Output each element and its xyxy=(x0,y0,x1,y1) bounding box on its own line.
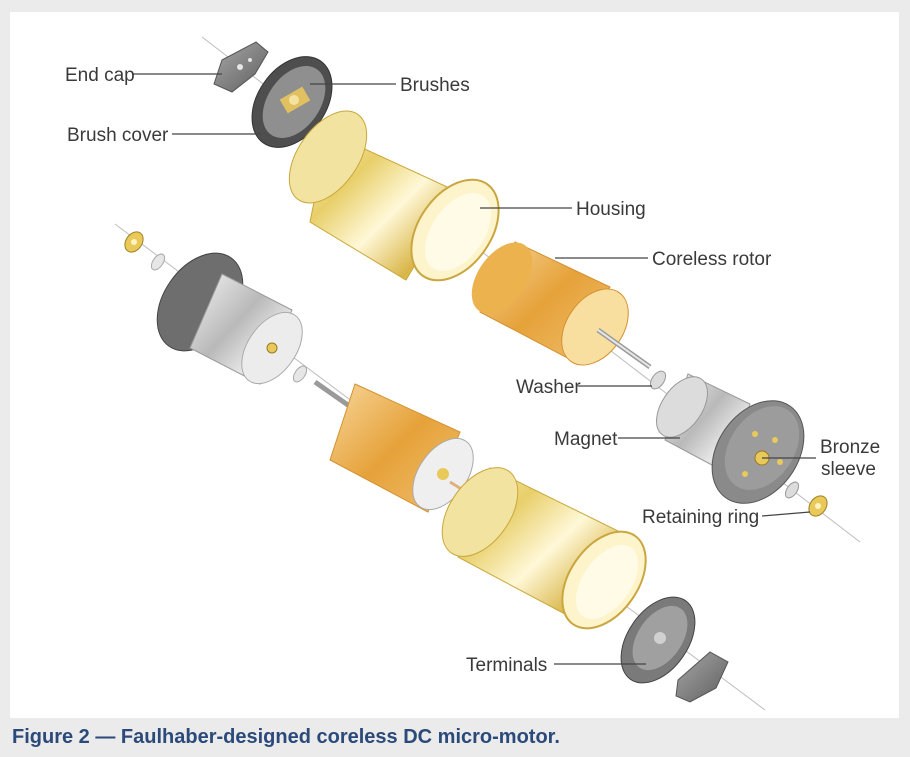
exploded-motor-diagram: End cap Brushes Brush cover Housing Core… xyxy=(65,36,880,711)
terminals-part xyxy=(620,596,729,703)
end-cap-part xyxy=(213,41,269,93)
retaining-ring-part xyxy=(784,481,828,517)
label-bronze-sleeve-line2: sleeve xyxy=(821,459,876,480)
label-brush-cover: Brush cover xyxy=(67,125,169,146)
brush-cover-part xyxy=(251,56,333,148)
label-end-cap: End cap xyxy=(65,65,135,86)
label-bronze-sleeve-line1: Bronze xyxy=(820,437,880,458)
leader-lines xyxy=(132,73,816,665)
figure-caption: Figure 2 — Faulhaber-designed coreless D… xyxy=(12,726,560,748)
label-housing: Housing xyxy=(576,199,646,220)
bronze-sleeve-flange-part xyxy=(711,400,805,504)
label-terminals: Terminals xyxy=(466,655,547,676)
coreless-rotor-part xyxy=(471,241,652,370)
figure-panel: End cap Brushes Brush cover Housing Core… xyxy=(10,12,899,718)
washer-part xyxy=(649,370,667,390)
lower-magnet-part xyxy=(156,252,308,385)
leader-retaining-ring xyxy=(761,511,811,517)
label-washer: Washer xyxy=(516,377,581,398)
label-retaining-ring: Retaining ring xyxy=(642,507,759,528)
lower-retaining-ring-part xyxy=(124,231,166,271)
lower-housing-part xyxy=(441,467,647,630)
housing-part xyxy=(288,110,500,282)
label-coreless-rotor: Coreless rotor xyxy=(652,249,772,270)
label-brushes: Brushes xyxy=(400,75,470,96)
label-magnet: Magnet xyxy=(554,429,618,450)
